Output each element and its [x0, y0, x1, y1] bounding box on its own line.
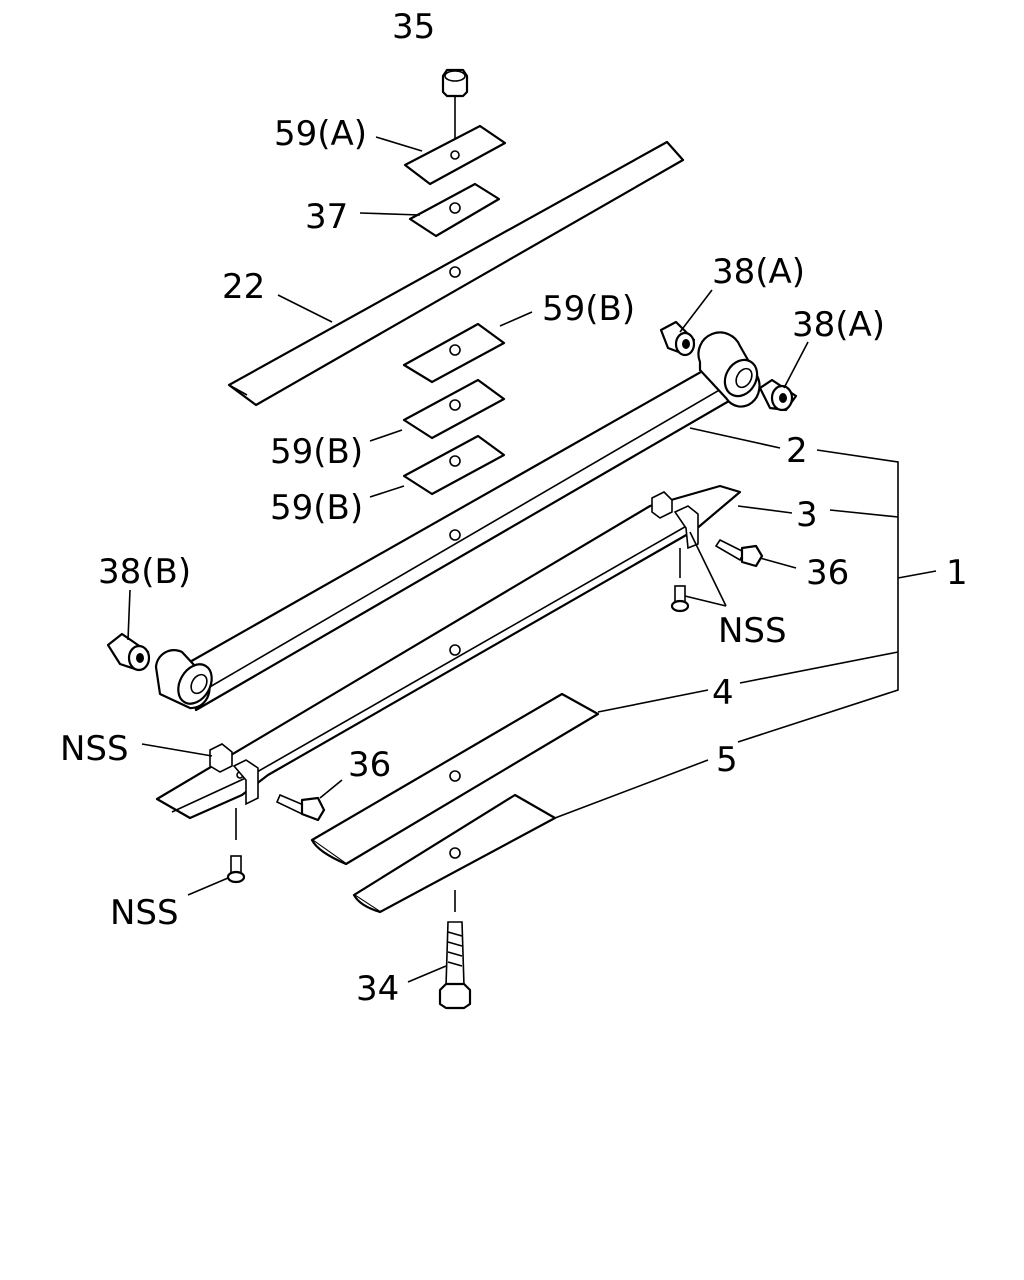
label-35: 35	[392, 7, 435, 47]
label-22: 22	[222, 267, 265, 307]
label-nss-1: NSS	[718, 611, 787, 651]
label-37: 37	[305, 197, 348, 237]
label-3: 3	[796, 495, 818, 535]
label-59b-1: 59(B)	[542, 289, 635, 329]
callout-labels: 35 59(A) 37 22 59(B) 59(B) 59(B) 38(A) 3…	[60, 7, 968, 1009]
leader-lines	[127, 136, 937, 983]
label-59b-2: 59(B)	[270, 432, 363, 472]
nss-rivet-left[interactable]	[226, 808, 246, 884]
part-59a-plate[interactable]	[403, 124, 507, 186]
part-34-center-bolt[interactable]	[438, 890, 472, 1010]
nss-rivet-right[interactable]	[670, 548, 690, 613]
label-59b-3: 59(B)	[270, 488, 363, 528]
label-4: 4	[712, 673, 734, 713]
part-38b-bushing[interactable]	[106, 632, 151, 672]
part-5-leaf[interactable]	[352, 793, 557, 914]
part-37-plate[interactable]	[408, 182, 501, 238]
part-4-leaf[interactable]	[310, 692, 600, 866]
part-38a-bushing-1[interactable]	[659, 320, 696, 357]
label-38a-1: 38(A)	[712, 252, 805, 292]
label-1: 1	[946, 553, 968, 593]
part-59b-plate-2[interactable]	[402, 378, 506, 440]
label-36-b: 36	[348, 745, 391, 785]
part-36-bolt-right[interactable]	[714, 538, 764, 568]
label-59a: 59(A)	[274, 114, 367, 154]
part-22-leaf[interactable]	[227, 140, 685, 407]
part-35-nut[interactable]	[441, 68, 469, 152]
label-nss-3: NSS	[110, 893, 179, 933]
part-59b-plate-1[interactable]	[402, 322, 506, 384]
label-34: 34	[356, 969, 399, 1009]
part-36-bolt-left[interactable]	[275, 793, 326, 822]
part-38a-bushing-2[interactable]	[758, 378, 798, 412]
label-38a-2: 38(A)	[792, 305, 885, 345]
part-3-leaf[interactable]	[155, 484, 742, 820]
part-2-main-leaf[interactable]	[154, 331, 763, 712]
label-nss-2: NSS	[60, 729, 129, 769]
part-59b-plate-3[interactable]	[402, 434, 506, 496]
label-38b: 38(B)	[98, 552, 191, 592]
label-36-a: 36	[806, 553, 849, 593]
label-2: 2	[786, 431, 808, 471]
label-5: 5	[716, 740, 738, 780]
